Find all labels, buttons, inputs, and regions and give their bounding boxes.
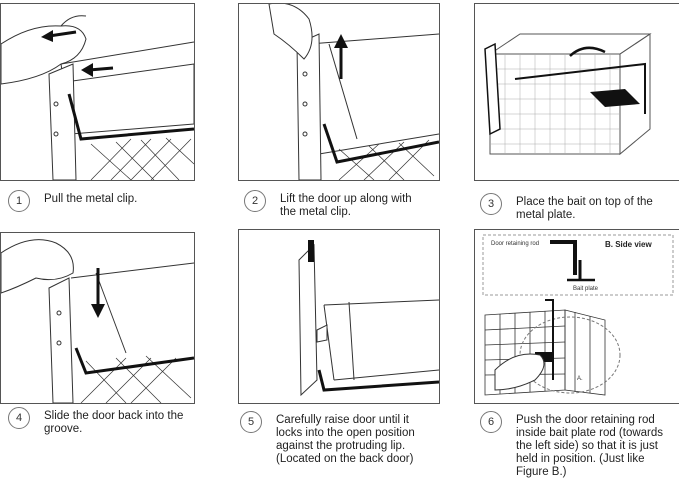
left-arrow-icon bbox=[81, 63, 114, 77]
step-text: Push the door retaining rod inside bait … bbox=[516, 414, 664, 478]
step-text: Slide the door back into the groove. bbox=[44, 410, 184, 435]
step-5-caption: 5 Carefully raise door until it locks in… bbox=[240, 411, 440, 466]
step-number: 3 bbox=[480, 193, 502, 215]
step-text: Lift the door up along with the metal cl… bbox=[280, 193, 412, 218]
step-number: 2 bbox=[244, 190, 266, 212]
step-5-illustration bbox=[238, 229, 440, 404]
step-1-illustration bbox=[0, 3, 195, 181]
step-3-caption: 3 Place the bait on top of the metal pla… bbox=[480, 193, 679, 222]
plate-label: Bait plate bbox=[573, 286, 599, 292]
step-text: Place the bait on top of the metal plate… bbox=[516, 196, 653, 221]
step-2-illustration bbox=[238, 3, 440, 181]
step-number: 6 bbox=[480, 411, 502, 433]
up-arrow-icon bbox=[334, 34, 348, 79]
step-number: 4 bbox=[8, 407, 30, 429]
left-arrow-icon bbox=[41, 30, 77, 42]
step-1-caption: 1 Pull the metal clip. bbox=[8, 190, 208, 212]
side-view-title: B. Side view bbox=[605, 240, 652, 249]
step-4-caption: 4 Slide the door back into the groove. bbox=[8, 407, 208, 436]
step-4-illustration bbox=[0, 232, 195, 404]
step-6-illustration: Door retaining rod B. Side view Bait pla… bbox=[474, 229, 679, 404]
step-2-caption: 2 Lift the door up along with the metal … bbox=[244, 190, 439, 219]
step-number: 1 bbox=[8, 190, 30, 212]
step-text: Pull the metal clip. bbox=[44, 193, 138, 205]
marker-label: A. bbox=[577, 376, 583, 382]
step-6-caption: 6 Push the door retaining rod inside bai… bbox=[480, 411, 679, 479]
figure-b-side-view: Door retaining rod B. Side view Bait pla… bbox=[482, 234, 674, 296]
down-arrow-icon bbox=[91, 268, 105, 318]
step-number: 5 bbox=[240, 411, 262, 433]
step-text: Carefully raise door until it locks into… bbox=[276, 414, 415, 465]
rod-label: Door retaining rod bbox=[491, 241, 539, 247]
step-3-illustration bbox=[474, 3, 679, 181]
